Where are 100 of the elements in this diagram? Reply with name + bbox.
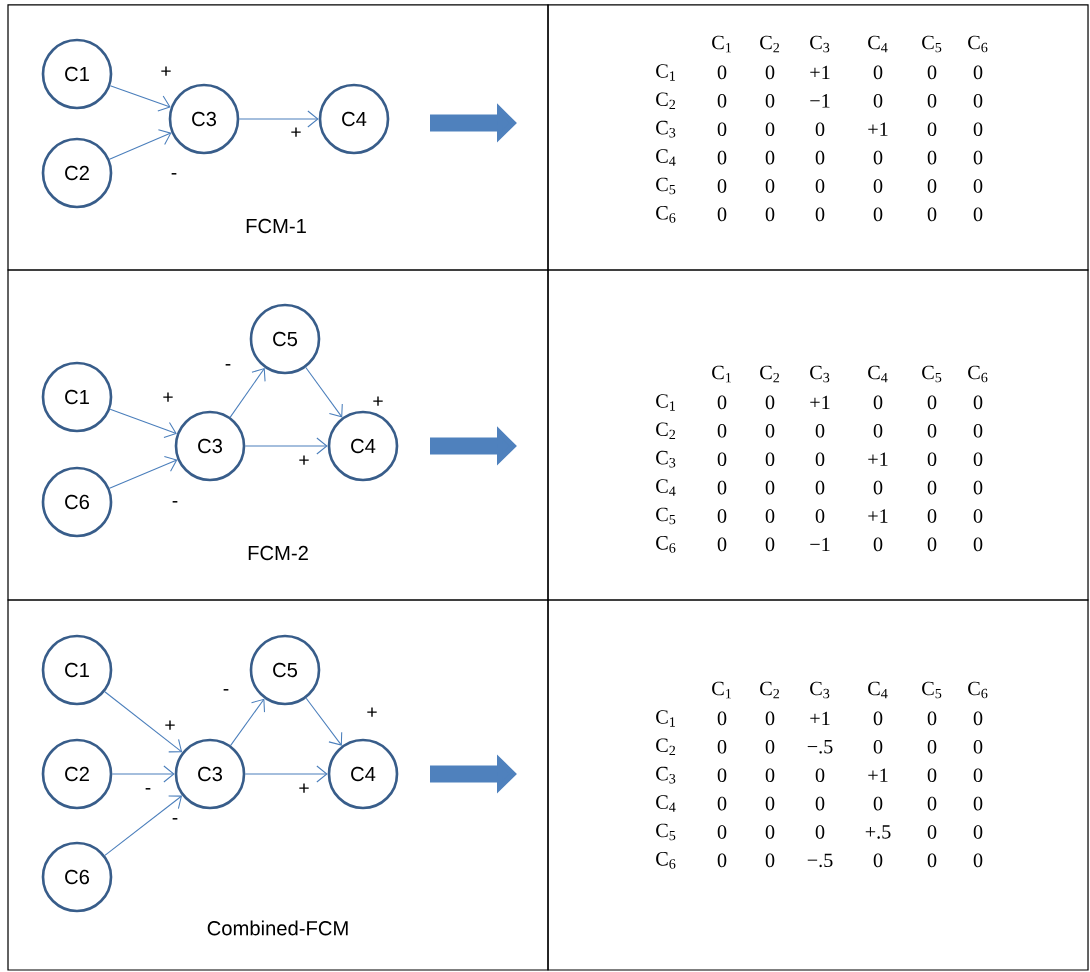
matrix-entry: 0 [973, 537, 983, 552]
matrix-entry: C$_{5}$ [656, 507, 676, 525]
matrix-entry: 0 [765, 740, 775, 754]
matrix-entry: 0 [973, 65, 983, 80]
matrix-entry: 0 [873, 480, 883, 495]
matrix-entry: 0 [717, 122, 727, 136]
matrix-entry: C$_{3}$ [656, 766, 676, 784]
matrix-entry: 0 [927, 207, 937, 222]
edge-label: - [223, 362, 233, 372]
matrix-entry: 0 [927, 768, 937, 782]
matrix-entry: 0 [927, 711, 937, 726]
matrix-entry: 0 [973, 711, 983, 726]
edge-label: + [364, 705, 380, 721]
matrix-entry: 0 [815, 480, 825, 495]
matrix-entry: 0 [717, 711, 727, 726]
matrix-entry: 0 [927, 452, 937, 466]
matrix-entry: 0 [927, 740, 937, 754]
matrix-entry: 0 [927, 94, 937, 108]
matrix-entry: 0 [873, 537, 883, 552]
arrow [108, 129, 172, 160]
matrix-entry: C$_{4}$ [656, 479, 676, 496]
matrix-entry: 0 [765, 853, 775, 868]
matrix-entry: C$_{6}$ [968, 365, 988, 383]
arrow [104, 795, 183, 856]
matrix-entry: 0 [973, 207, 983, 222]
matrix-entry: C$_{3}$ [810, 35, 830, 53]
matrix-entry: C$_{5}$ [922, 681, 942, 699]
matrix-entry: 0 [973, 122, 983, 136]
matrix-entry: 0 [973, 395, 983, 410]
matrix-entry: C$_{6}$ [656, 852, 676, 869]
matrix-entry: C$_{2}$ [656, 738, 676, 756]
matrix-entry: C$_{1}$ [656, 394, 675, 411]
matrix-entry: +1 [868, 768, 888, 782]
matrix-entry: 0 [973, 740, 983, 754]
matrix-entry: 0 [873, 796, 883, 811]
edge-label: + [162, 718, 178, 734]
edge-label: + [296, 453, 312, 469]
matrix-entry: 0 [765, 122, 775, 136]
matrix-panel [547, 599, 1089, 971]
matrix-entry: 0 [927, 853, 937, 868]
matrix-entry: 0 [973, 424, 983, 438]
matrix-entry: 0 [927, 424, 937, 438]
matrix-entry: 0 [873, 395, 883, 410]
arrow [109, 456, 178, 489]
matrix-entry: +1 [868, 452, 888, 466]
matrix-entry: 0 [717, 207, 727, 222]
matrix-entry: 0 [927, 509, 937, 523]
matrix-entry: C$_{2}$ [760, 681, 780, 699]
arrow [229, 367, 266, 418]
matrix-entry: 0 [765, 796, 775, 811]
matrix-entry: 0 [973, 452, 983, 466]
matrix-entry: −1 [810, 94, 830, 108]
matrix-entry: C$_{4}$ [656, 149, 676, 166]
matrix-entry: 0 [717, 94, 727, 108]
edge-label: + [158, 64, 174, 80]
matrix-entry: C$_{1}$ [712, 365, 731, 383]
matrix-entry: 0 [717, 740, 727, 754]
matrix-entry: 0 [717, 480, 727, 495]
matrix-entry: 0 [765, 207, 775, 222]
matrix-entry: 0 [765, 509, 775, 523]
matrix-entry: 0 [765, 150, 775, 165]
matrix-entry: 0 [815, 796, 825, 811]
edge-label: - [169, 171, 179, 181]
matrix-entry: 0 [927, 150, 937, 165]
matrix-entry: C$_{2}$ [656, 422, 676, 440]
edge-label: + [288, 125, 304, 141]
matrix-entry: C$_{2}$ [656, 92, 676, 110]
matrix-entry: 0 [927, 480, 937, 495]
matrix-entry: 0 [717, 796, 727, 811]
arrow [111, 765, 175, 783]
matrix-entry: C$_{3}$ [656, 120, 676, 138]
matrix-panel [547, 4, 1089, 271]
matrix-entry: C$_{1}$ [712, 35, 731, 53]
matrix-entry: C$_{6}$ [968, 681, 988, 699]
edge-label: + [370, 394, 386, 410]
matrix-entry: 0 [973, 853, 983, 868]
matrix-entry: 0 [717, 65, 727, 80]
matrix-entry: 0 [973, 509, 983, 523]
matrix-entry: 0 [927, 395, 937, 410]
matrix-entry: C$_{3}$ [810, 365, 830, 383]
matrix-entry: C$_{2}$ [760, 35, 780, 53]
matrix-entry: 0 [765, 768, 775, 782]
matrix-entry: −1 [810, 537, 830, 552]
matrix-entry: 0 [815, 768, 825, 782]
matrix-entry: +1 [868, 122, 888, 136]
edge-label: - [170, 499, 180, 509]
matrix-entry: C$_{2}$ [760, 365, 780, 383]
matrix-entry: C$_{4}$ [868, 681, 888, 699]
matrix-entry: 0 [927, 65, 937, 80]
matrix-entry: 0 [873, 740, 883, 754]
matrix-entry: C$_{5}$ [922, 35, 942, 53]
matrix-entry: 0 [927, 537, 937, 552]
matrix-entry: C$_{3}$ [656, 450, 676, 468]
matrix-entry: 0 [927, 179, 937, 193]
matrix-entry: 0 [765, 537, 775, 552]
matrix-entry: 0 [765, 452, 775, 466]
matrix-entry: 0 [717, 768, 727, 782]
matrix-entry: 0 [815, 179, 825, 193]
matrix-entry: C$_{6}$ [968, 35, 988, 53]
matrix-entry: 0 [927, 825, 937, 839]
